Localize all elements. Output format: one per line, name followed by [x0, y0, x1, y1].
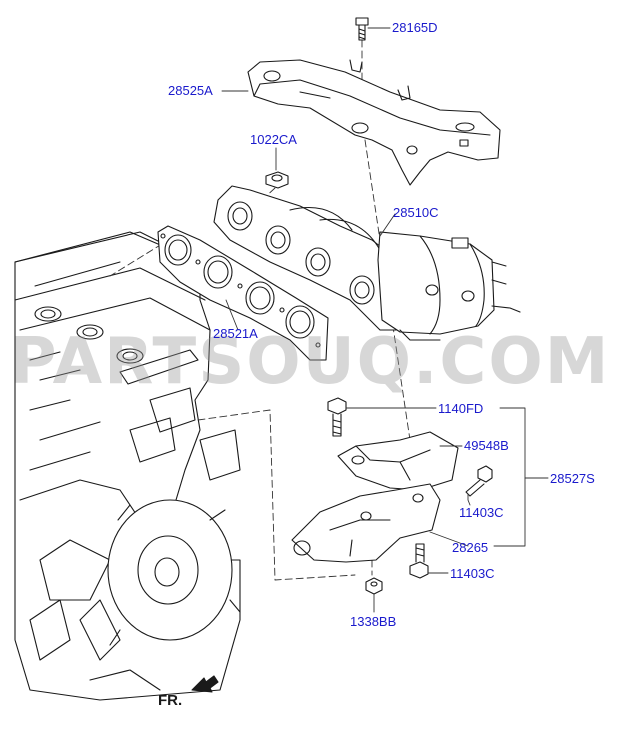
label-28265[interactable]: 28265: [452, 540, 489, 555]
bolt-11403C-upper: [465, 465, 493, 497]
nut-1022CA: [265, 171, 289, 189]
label-28510C[interactable]: 28510C: [393, 205, 439, 220]
alignment-lines: [109, 39, 411, 581]
label-11403C-upper[interactable]: 11403C: [459, 505, 504, 520]
bolt-11403C-lower: [409, 543, 429, 579]
bolt-1140FD: [327, 397, 347, 437]
label-1140FD[interactable]: 1140FD: [438, 401, 484, 416]
direction-label: FR.: [158, 692, 183, 709]
label-28165D[interactable]: 28165D: [392, 20, 438, 35]
gasket-28521A: [157, 225, 329, 361]
nut-1338BB: [365, 577, 383, 595]
label-28525A[interactable]: 28525A: [168, 83, 213, 98]
front-arrow-icon: [191, 675, 219, 693]
label-11403C-lower[interactable]: 11403C: [450, 566, 495, 581]
label-49548B[interactable]: 49548B: [464, 438, 509, 453]
label-28521A[interactable]: 28521A: [213, 326, 258, 341]
leader-lines: [221, 27, 549, 613]
heat-shield-28525A: [247, 59, 501, 186]
label-28527S[interactable]: 28527S: [550, 471, 595, 486]
bolt-28165D: [355, 17, 369, 41]
label-1338BB[interactable]: 1338BB: [350, 614, 397, 629]
label-1022CA[interactable]: 1022CA: [250, 132, 297, 147]
shield-49548B: [337, 431, 459, 491]
manifold-28510C: [213, 185, 521, 341]
engine-block: [14, 231, 241, 701]
bracket-28265: [291, 483, 441, 563]
